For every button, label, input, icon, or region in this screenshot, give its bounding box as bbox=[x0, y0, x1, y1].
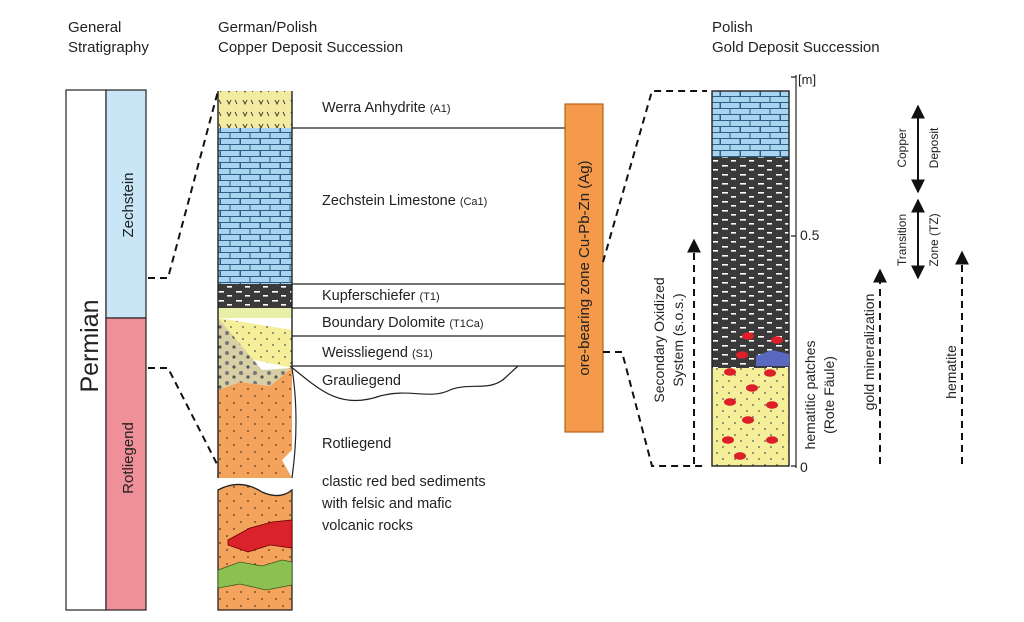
gold-column: [m] 0.5 0 bbox=[711, 72, 820, 475]
header-general: General Stratigraphy bbox=[68, 19, 149, 56]
header-general-line2: Stratigraphy bbox=[68, 39, 149, 56]
ore-zone-label: ore-bearing zone Cu-Pb-Zn (Ag) bbox=[576, 160, 593, 375]
gold-mineralization-annotation: gold mineralization bbox=[861, 268, 887, 464]
gold-limestone-layer bbox=[712, 91, 789, 157]
header-copper: German/Polish Copper Deposit Succession bbox=[218, 19, 403, 56]
header-gold-line2: Gold Deposit Succession bbox=[712, 39, 880, 56]
grauliegend-wedge bbox=[218, 318, 292, 390]
unit-rotliegend: Rotliegend bbox=[322, 436, 391, 452]
unit-zechstein-limestone: Zechstein Limestone (Ca1) bbox=[322, 193, 487, 209]
felsic-volcanic-layer bbox=[227, 519, 293, 553]
unit-boundary-dolomite: Boundary Dolomite (T1Ca) bbox=[322, 315, 484, 331]
scale-mid: 0.5 bbox=[800, 227, 820, 243]
mafic-volcanic-layer bbox=[217, 559, 293, 591]
sos-label-2: System (s.o.s.) bbox=[670, 293, 686, 386]
gold-connector-bottom bbox=[603, 351, 707, 467]
grauliegend-wave bbox=[289, 365, 519, 402]
unit-kupferschiefer: Kupferschiefer (T1) bbox=[322, 288, 440, 304]
unit-grauliegend: Grauliegend bbox=[322, 373, 401, 389]
gold-dolomite-lens bbox=[756, 350, 789, 366]
sos-label-1: Secondary Oxidized bbox=[651, 277, 667, 402]
sos-annotation: Secondary Oxidized System (s.o.s.) bbox=[651, 238, 701, 464]
zechstein-label: Zechstein bbox=[120, 172, 137, 237]
hematitic-label-1: hematitic patches bbox=[802, 341, 818, 450]
kupferschiefer-layer bbox=[218, 284, 292, 308]
hematitic-annotation: hematitic patches (Rote Fäule) bbox=[802, 341, 837, 450]
rotliegend-desc-1: clastic red bed sediments bbox=[322, 474, 486, 490]
copper-deposit-label-1: Copper bbox=[895, 128, 909, 167]
unit-werra-anhydrite: Werra Anhydrite (A1) bbox=[322, 100, 451, 116]
unit-weissliegend: Weissliegend (S1) bbox=[322, 345, 433, 361]
rotliegend-sand-layer bbox=[218, 368, 292, 478]
rotliegend-label: Rotliegend bbox=[120, 422, 137, 494]
header-general-line1: General bbox=[68, 19, 121, 36]
unit-connector-lines bbox=[292, 127, 565, 367]
hematitic-patches bbox=[722, 332, 783, 460]
gold-connector-top bbox=[602, 90, 707, 263]
rotliegend-block bbox=[105, 317, 147, 611]
copper-deposit-label-2: Deposit bbox=[927, 127, 941, 168]
header-copper-line2: Copper Deposit Succession bbox=[218, 39, 403, 56]
gold-mineralization-label: gold mineralization bbox=[861, 294, 877, 411]
werra-anhydrite-layer bbox=[218, 91, 292, 128]
transition-label-2: Zone (TZ) bbox=[927, 213, 941, 266]
depth-scale bbox=[791, 75, 797, 468]
hematite-annotation: hematite bbox=[943, 250, 969, 464]
permian-label: Permian bbox=[76, 299, 104, 392]
unit-labels: Werra Anhydrite (A1) Zechstein Limestone… bbox=[321, 100, 487, 534]
zechstein-block bbox=[105, 89, 147, 319]
zechstein-limestone-layer bbox=[218, 128, 292, 284]
copper-column bbox=[217, 91, 297, 611]
hematite-label: hematite bbox=[943, 345, 959, 399]
scale-unit: [m] bbox=[798, 72, 816, 87]
header-gold-line1: Polish bbox=[712, 19, 753, 36]
scale-zero: 0 bbox=[800, 459, 808, 475]
copper-deposit-annotation: Copper Deposit bbox=[895, 104, 941, 194]
ore-zone-box: ore-bearing zone Cu-Pb-Zn (Ag) bbox=[564, 103, 604, 433]
transition-zone-annotation: Transition Zone (TZ) bbox=[895, 198, 941, 280]
hematitic-label-2: (Rote Fäule) bbox=[821, 356, 837, 434]
general-stratigraphy-column: Permian Zechstein Rotliegend bbox=[65, 89, 219, 611]
rotliegend-desc-2: with felsic and mafic bbox=[321, 496, 452, 512]
rotliegend-desc-3: volcanic rocks bbox=[322, 518, 413, 534]
transition-label-1: Transition bbox=[895, 214, 909, 266]
boundary-dolomite-layer bbox=[218, 308, 292, 318]
header-gold: Polish Gold Deposit Succession bbox=[712, 19, 880, 56]
header-copper-line1: German/Polish bbox=[218, 19, 317, 36]
